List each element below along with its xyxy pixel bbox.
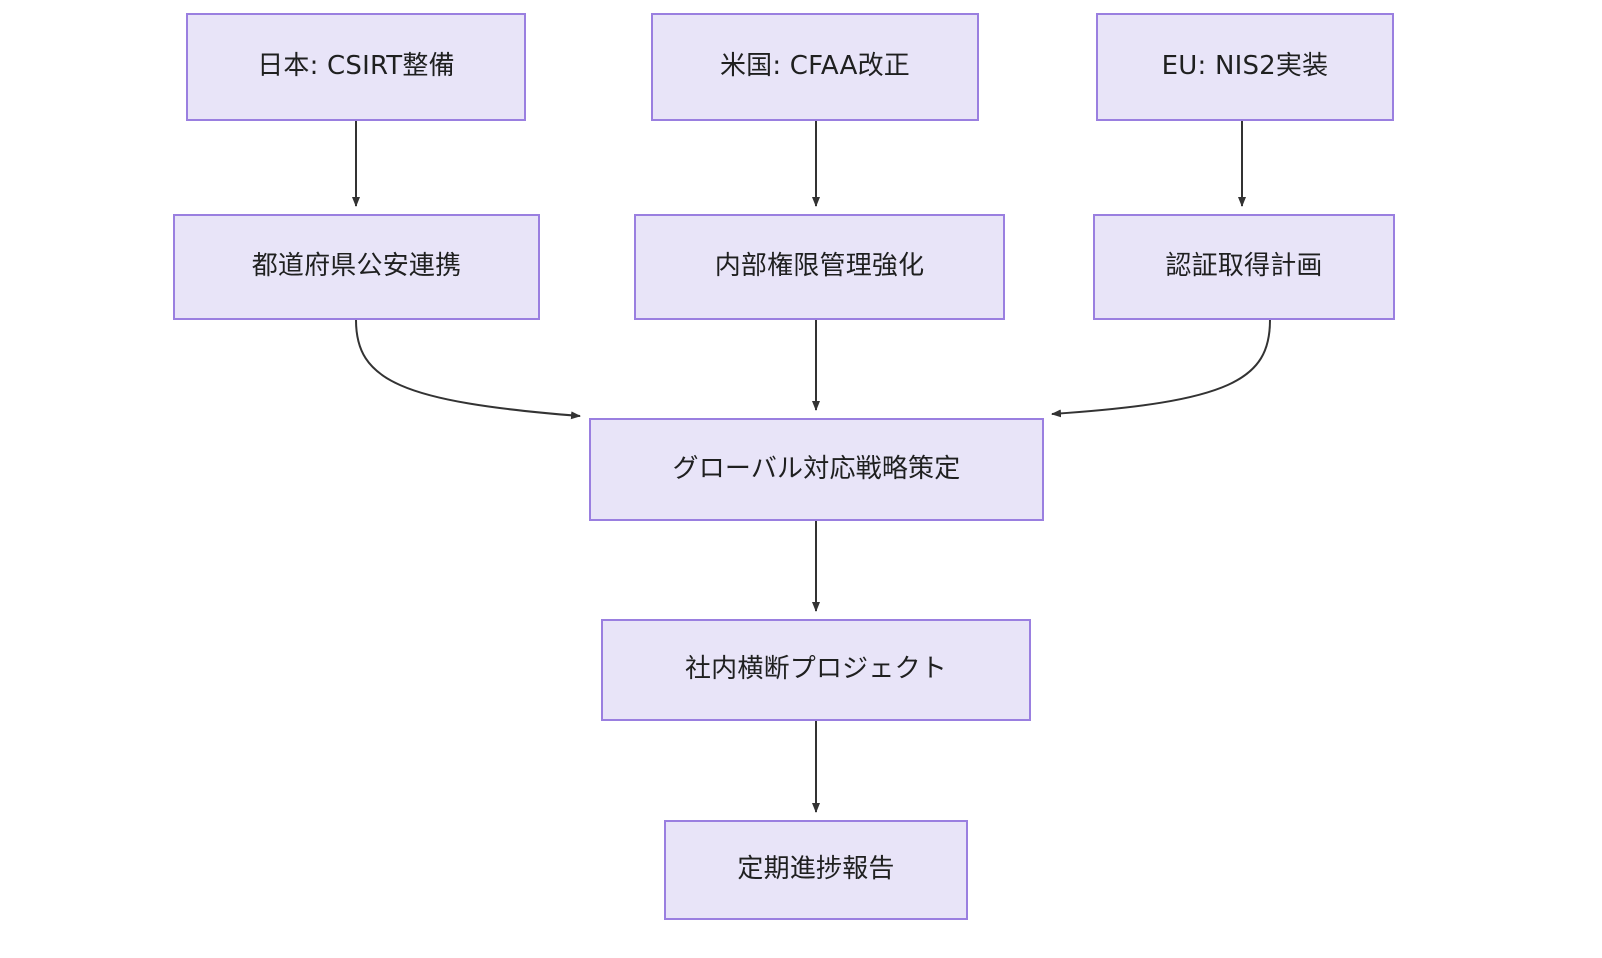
node-label: グローバル対応戦略策定	[672, 453, 961, 484]
flow-node-us-cfaa[interactable]: 米国: CFAA改正	[651, 13, 979, 121]
flow-node-cert-plan[interactable]: 認証取得計画	[1093, 214, 1395, 320]
edge-cert-plan-to-global-strategy	[1051, 319, 1271, 418]
node-label: 定期進捗報告	[737, 854, 895, 885]
node-label: 認証取得計画	[1165, 251, 1323, 282]
flow-node-pref-police[interactable]: 都道府県公安連携	[173, 214, 540, 320]
node-label: EU: NIS2実装	[1161, 51, 1329, 82]
edge-pref-police-to-global-strategy	[355, 319, 581, 420]
node-label: 内部権限管理強化	[714, 251, 925, 282]
flow-node-progress-report[interactable]: 定期進捗報告	[664, 820, 968, 920]
flow-node-cross-project[interactable]: 社内横断プロジェクト	[601, 619, 1031, 721]
node-label: 日本: CSIRT整備	[257, 51, 455, 82]
flow-node-eu-nis2[interactable]: EU: NIS2実装	[1096, 13, 1394, 121]
node-label: 都道府県公安連携	[251, 251, 462, 282]
flow-node-global-strategy[interactable]: グローバル対応戦略策定	[589, 418, 1044, 521]
flow-node-internal-perm[interactable]: 内部権限管理強化	[634, 214, 1005, 320]
node-label: 米国: CFAA改正	[719, 51, 911, 82]
node-label: 社内横断プロジェクト	[684, 654, 947, 685]
flow-node-jp-csirt[interactable]: 日本: CSIRT整備	[186, 13, 526, 121]
